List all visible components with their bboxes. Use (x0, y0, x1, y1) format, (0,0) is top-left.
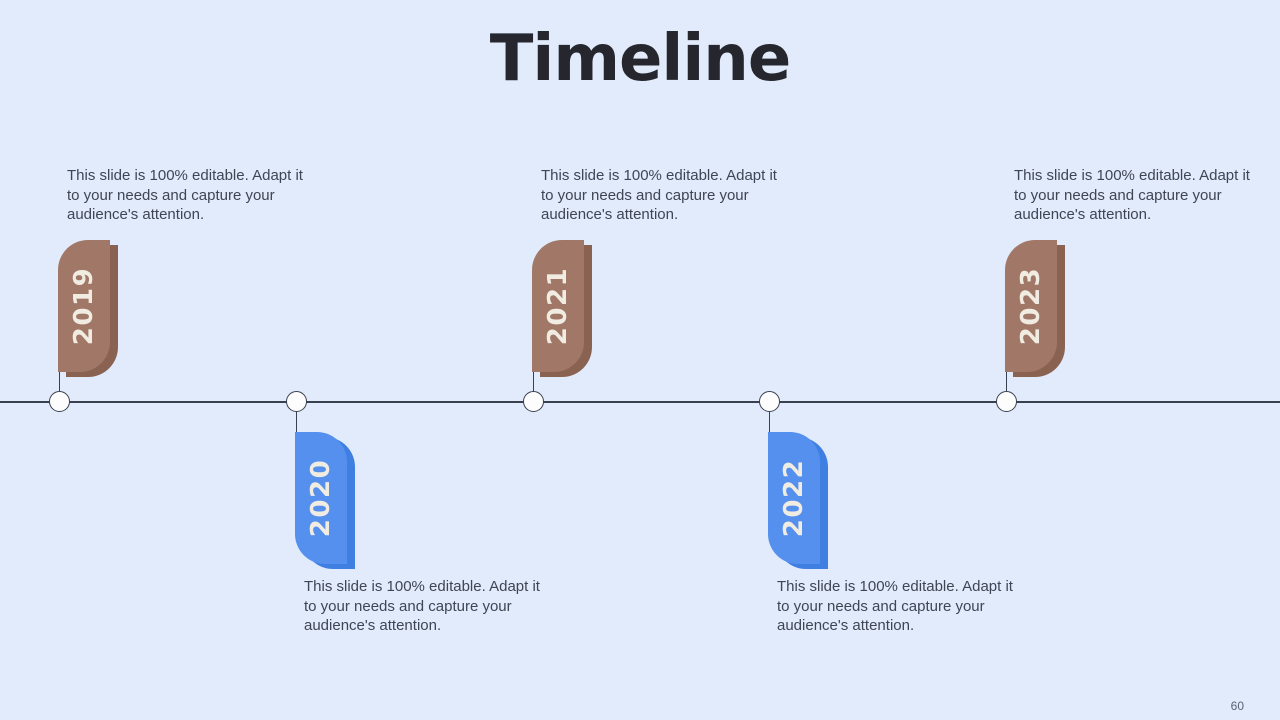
year-label: 2021 (543, 266, 573, 346)
event-description: This slide is 100% editable. Adapt it to… (304, 578, 540, 634)
slide-page-number: 60 (1230, 699, 1244, 713)
flag-shape: 2021 (532, 240, 584, 372)
timeline-node (995, 391, 1017, 412)
flag-connector-line (295, 412, 297, 432)
event-description: This slide is 100% editable. Adapt it to… (67, 167, 303, 223)
timeline-axis (0, 401, 1280, 403)
year-label: 2023 (1016, 266, 1046, 346)
year-flag-2020: 2020 (295, 432, 355, 569)
year-label: 2022 (779, 458, 809, 538)
timeline-node (285, 391, 307, 412)
flag-connector-line (532, 372, 534, 392)
timeline-node (758, 391, 780, 412)
page-title: Timeline (489, 22, 792, 96)
year-flag-2021: 2021 (532, 240, 592, 377)
event-description: This slide is 100% editable. Adapt it to… (541, 167, 777, 223)
timeline-node (48, 391, 70, 412)
event-description: This slide is 100% editable. Adapt it to… (1014, 167, 1250, 223)
flag-shape: 2022 (768, 432, 820, 564)
year-flag-2019: 2019 (58, 240, 118, 377)
year-flag-2022: 2022 (768, 432, 828, 569)
flag-connector-line (58, 372, 60, 392)
year-flag-2023: 2023 (1005, 240, 1065, 377)
flag-shape: 2020 (295, 432, 347, 564)
event-description: This slide is 100% editable. Adapt it to… (777, 578, 1013, 634)
flag-connector-line (768, 412, 770, 432)
flag-shape: 2023 (1005, 240, 1057, 372)
flag-shape: 2019 (58, 240, 110, 372)
year-label: 2020 (306, 458, 336, 538)
flag-connector-line (1005, 372, 1007, 392)
year-label: 2019 (69, 266, 99, 346)
timeline-node (522, 391, 544, 412)
